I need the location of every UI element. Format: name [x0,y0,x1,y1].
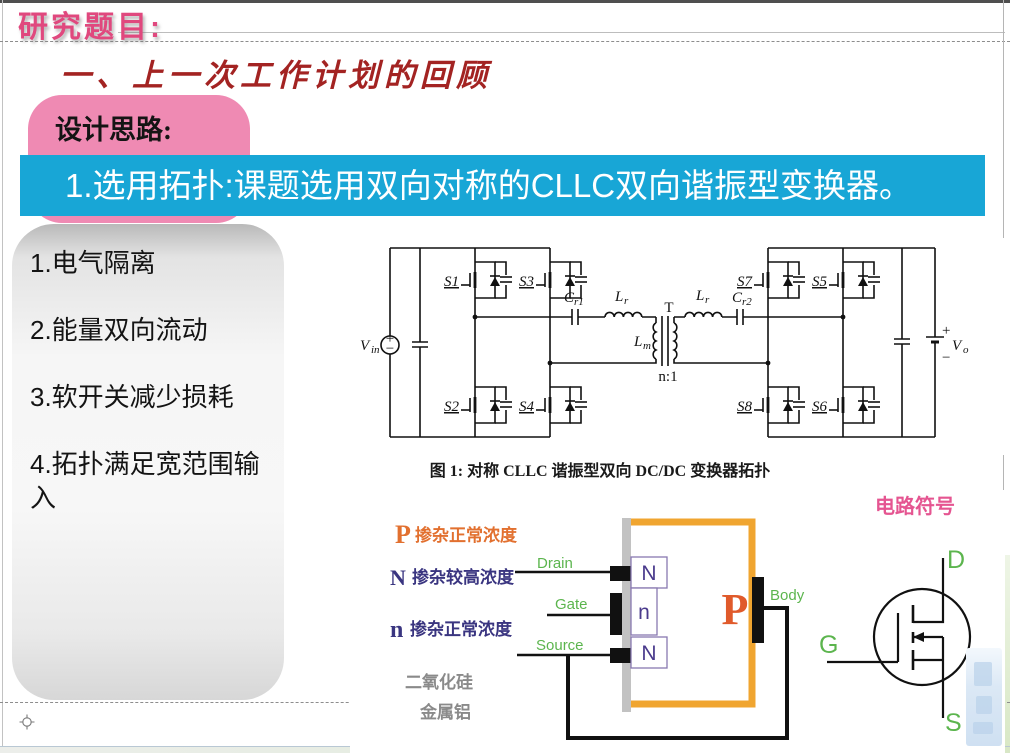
region-n-top: N [641,562,656,585]
right-green-strip [1004,555,1010,747]
cr2-sub: r2 [742,296,752,308]
feature-item-1: 1.电气隔离 [30,248,156,278]
vo-plus: + [942,323,950,339]
drain-contact [610,566,631,581]
structure-shapes [515,518,789,740]
switch-label-s2: S2 [444,399,460,415]
metal-label: 金属铝 [419,702,471,722]
legend-n2-text: 掺杂正常浓度 [410,619,513,639]
switch-label-s5: S5 [812,274,828,290]
title-underline [118,32,1005,33]
lr-left-sub: r [624,295,629,307]
lm-label: L [633,334,642,350]
vin-sub: in [371,344,380,356]
figure1-caption: 图 1: 对称 CLLC 谐振型双向 DC/DC 变换器拓扑 [429,463,771,480]
cr2-label: C [732,290,743,306]
source-label: Source [536,637,584,654]
cr1-label: C [564,290,575,306]
region-n-mid: n [638,601,650,624]
vo-label: V [952,338,963,354]
body-label: Body [770,587,805,604]
drain-label: Drain [537,555,573,572]
feature-item-4: 4.拓扑满足宽范围输入 [30,449,260,513]
terminal-g: G [819,631,838,659]
symbol-title: 电路符号 [875,494,955,518]
turns-ratio: n:1 [658,369,677,385]
watermark [966,648,1002,746]
lr-right-label: L [695,288,704,304]
region-n-bottom: N [641,642,656,665]
switch-label-s1: S1 [444,274,459,290]
cr1-sub: r1 [574,296,584,308]
transformer-label: T [664,300,673,316]
terminal-s: S [945,709,962,737]
legend-p-symbol: P [395,520,411,549]
anchor-crosshair-icon [19,714,35,730]
vo-minus: − [942,350,950,366]
section-heading: 一、上一次工作计划的回顾 [60,58,492,93]
lr-right-sub: r [705,294,710,306]
body-contact [752,577,764,643]
page-title: 研究题目: [18,11,163,44]
region-p: P [722,585,749,634]
vo-sub: o [963,344,969,356]
oxide-label: 二氧化硅 [405,672,473,692]
switch-label-s4: S4 [519,399,535,415]
legend-n2-symbol: n [390,617,403,643]
mosfet-symbol [827,558,972,718]
oxide-bar [622,518,631,712]
legend-n-symbol: N [390,565,406,590]
left-page-edge [2,0,3,753]
lm-sub: m [643,340,651,352]
feature-panel: 1.电气隔离 2.能量双向流动 3.软开关减少损耗 4.拓扑满足宽范围输入 [12,224,284,700]
terminal-d: D [947,546,965,574]
legend-p-text: 掺杂正常浓度 [415,525,518,545]
topology-banner: 1.选用拓扑:课题选用双向对称的CLLC双向谐振型变换器。 [20,155,985,216]
topology-banner-label: 1.选用拓扑:课题选用双向对称的CLLC双向谐振型变换器。 [65,167,913,204]
feature-item-2: 2.能量双向流动 [30,315,208,345]
feature-item-3: 3.软开关减少损耗 [30,382,234,412]
source-contact [610,648,631,663]
top-border [0,0,1010,3]
mosfet-structure-diagram: P 掺杂正常浓度 N 掺杂较高浓度 n 掺杂正常浓度 二氧化硅 金属铝 Drai… [350,495,815,753]
switch-label-s8: S8 [737,399,753,415]
cllc-circuit-diagram: S1 S2 S3 S4 S5 S6 S7 S8 V in + − C r1 L … [350,238,1005,455]
switch-label-s3: S3 [519,274,534,290]
switch-label-s6: S6 [812,399,828,415]
vin-plus: + [386,331,394,347]
switch-label-s7: S7 [737,274,754,290]
legend-n-text: 掺杂较高浓度 [412,567,515,587]
circuit-wires [380,247,944,438]
design-box-label: 设计思路: [55,115,172,145]
gate-label: Gate [555,596,588,613]
vin-label: V [360,338,371,354]
gate-contact [610,593,622,635]
vin-minus: − [386,341,394,357]
dashed-margin-line-top [0,41,1010,42]
lr-left-label: L [614,289,623,305]
